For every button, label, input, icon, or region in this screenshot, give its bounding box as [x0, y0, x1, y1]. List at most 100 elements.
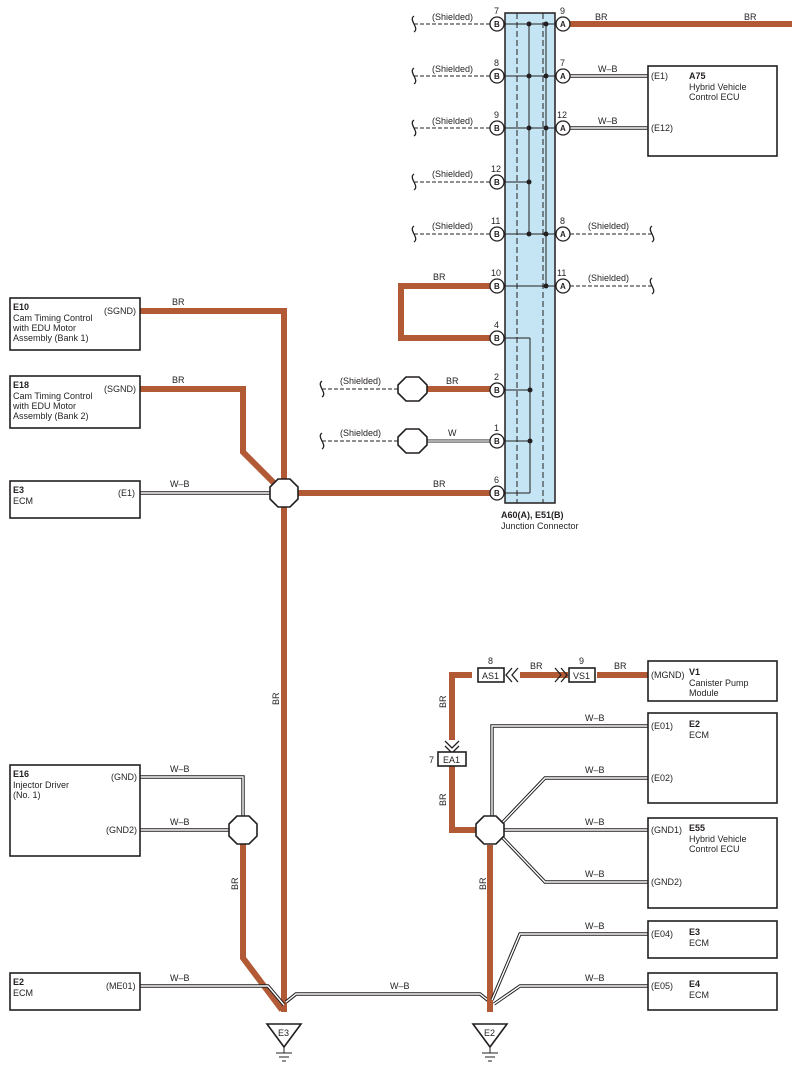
- wire-label-wb-e04: W–B: [585, 921, 605, 931]
- a-pins: A A A A A 9 7 12 8 11: [555, 6, 571, 294]
- wire-label-br-e18: BR: [172, 375, 185, 385]
- junction-title: A60(A), E51(B): [501, 510, 564, 520]
- a75-terminal-e12: (E12): [651, 123, 673, 133]
- shielded-label-a8: (Shielded): [588, 221, 629, 231]
- pin-letter-b11: B: [494, 230, 500, 239]
- pin-letter-a11: A: [560, 282, 566, 291]
- e16-code: E16: [13, 769, 29, 779]
- e55-name1: Hybrid Vehicle: [689, 834, 747, 844]
- splice-right-main: [475, 815, 505, 845]
- e3-right-code: E3: [689, 927, 700, 937]
- pin-number-b4: 4: [494, 320, 499, 330]
- pin-number-a8: 8: [560, 216, 565, 226]
- e18-code: E18: [13, 380, 29, 390]
- wire-label-br-e10: BR: [172, 297, 185, 307]
- connector-as1-pin: 8: [488, 656, 493, 666]
- wire-label-br-b6: BR: [433, 479, 446, 489]
- e55-terminal-gnd2: (GND2): [651, 877, 682, 887]
- shielded-label-a11: (Shielded): [588, 273, 629, 283]
- e4-name1: ECM: [689, 990, 709, 1000]
- e18-terminal-sgnd: (SGND): [104, 384, 136, 394]
- e10-code: E10: [13, 302, 29, 312]
- v1-terminal-mgnd: (MGND): [651, 670, 685, 680]
- wire-label-br-ea1-down: BR: [438, 793, 448, 806]
- e2-right-terminal-e01: (E01): [651, 721, 673, 731]
- wire-label-wb-e3: W–B: [170, 479, 190, 489]
- ground-e3: E3: [265, 1023, 303, 1062]
- wire-label-br-e16: BR: [230, 877, 240, 890]
- e2-right-terminal-e02: (E02): [651, 773, 673, 783]
- pin-number-b9: 9: [494, 110, 499, 120]
- e16-terminal-gnd: (GND): [111, 772, 137, 782]
- component-e2-right: E2 ECM (E01) (E02): [647, 712, 778, 804]
- component-e10: E10 Cam Timing Control with EDU Motor As…: [9, 297, 141, 351]
- splice-b1: [397, 428, 428, 454]
- shielded-label-b2: (Shielded): [340, 376, 381, 386]
- pin-number-a12: 12: [557, 110, 567, 120]
- pin-letter-b1: B: [494, 437, 500, 446]
- shielded-label-b11: (Shielded): [432, 221, 473, 231]
- e3-right-terminal-e04: (E04): [651, 929, 673, 939]
- pin-letter-b9: B: [494, 124, 500, 133]
- e2-right-code: E2: [689, 719, 700, 729]
- pin-letter-a7: A: [560, 72, 566, 81]
- pin-number-b12: 12: [491, 164, 501, 174]
- pin-letter-b12: B: [494, 178, 500, 187]
- e18-name3: Assembly (Bank 2): [13, 411, 89, 421]
- pin-number-b7: 7: [494, 6, 499, 16]
- pin-number-b1: 1: [494, 423, 499, 433]
- e18-name2: with EDU Motor: [12, 401, 76, 411]
- connector-vs1: [568, 667, 596, 683]
- wire-label-wb-gnd2-right: W–B: [585, 869, 605, 879]
- wire-label-br-a9: BR: [595, 12, 608, 22]
- e2-left-wire: W–B W–B: [140, 973, 492, 1007]
- pin-letter-b4: B: [494, 334, 500, 343]
- component-e3-right: E3 ECM (E04): [647, 920, 778, 959]
- ground-e2-label: E2: [484, 1028, 495, 1038]
- e2-left-terminal-me01: (ME01): [106, 981, 136, 991]
- shielded-label-b9: (Shielded): [432, 116, 473, 126]
- connector-as1-label: AS1: [482, 671, 499, 681]
- e3-top-terminal-e1: (E1): [118, 488, 135, 498]
- v1-name2: Module: [689, 688, 719, 698]
- e3-top-name1: ECM: [13, 496, 33, 506]
- wire-label-wb-e01: W–B: [585, 713, 605, 723]
- e3-right-name1: ECM: [689, 938, 709, 948]
- e55-name2: Control ECU: [689, 844, 740, 854]
- component-a75: A75 Hybrid Vehicle Control ECU (E1) (E12…: [647, 65, 778, 157]
- e16-terminal-gnd2: (GND2): [106, 825, 137, 835]
- pin-letter-b7: B: [494, 20, 500, 29]
- component-e55: E55 Hybrid Vehicle Control ECU (GND1) (G…: [647, 817, 778, 909]
- wire-label-wb-gnd: W–B: [170, 764, 190, 774]
- wire-label-br-as1-down: BR: [438, 695, 448, 708]
- ground-e3-label: E3: [278, 1028, 289, 1038]
- wire-label-br-e2-down: BR: [478, 877, 488, 890]
- e16-wires: W–B W–B: [140, 764, 258, 845]
- wire-label-wb-a12: W–B: [598, 116, 618, 126]
- pin-number-b2: 2: [494, 372, 499, 382]
- pin-letter-a9: A: [560, 20, 566, 29]
- e2-left-code: E2: [13, 977, 24, 987]
- pin-letter-a12: A: [560, 124, 566, 133]
- pin-letter-b10: B: [494, 282, 500, 291]
- pin-letter-b6: B: [494, 489, 500, 498]
- wire-label-wb-ground-link: W–B: [390, 981, 410, 991]
- shielded-label-b12: (Shielded): [432, 169, 473, 179]
- splice-b2: [397, 376, 428, 402]
- pin-number-a9: 9: [560, 6, 565, 16]
- splice-left-main: [269, 478, 299, 508]
- wire-label-wb-a7: W–B: [598, 64, 618, 74]
- v1-name1: Canister Pump: [689, 678, 749, 688]
- v1-code: V1: [689, 667, 700, 677]
- a75-code: A75: [689, 71, 706, 81]
- wire-label-br-a9-end: BR: [744, 12, 757, 22]
- e3-top-code: E3: [13, 485, 24, 495]
- e4-code: E4: [689, 979, 700, 989]
- connector-ea1-pin: 7: [429, 755, 434, 765]
- wire-label-wb-e02: W–B: [585, 765, 605, 775]
- wire-label-wb-gnd2: W–B: [170, 817, 190, 827]
- wire-label-wb-me01: W–B: [170, 973, 190, 983]
- e10-name1: Cam Timing Control: [13, 313, 93, 323]
- wire-label-br-b2: BR: [446, 376, 459, 386]
- component-e2-left: E2 ECM (ME01): [9, 972, 141, 1011]
